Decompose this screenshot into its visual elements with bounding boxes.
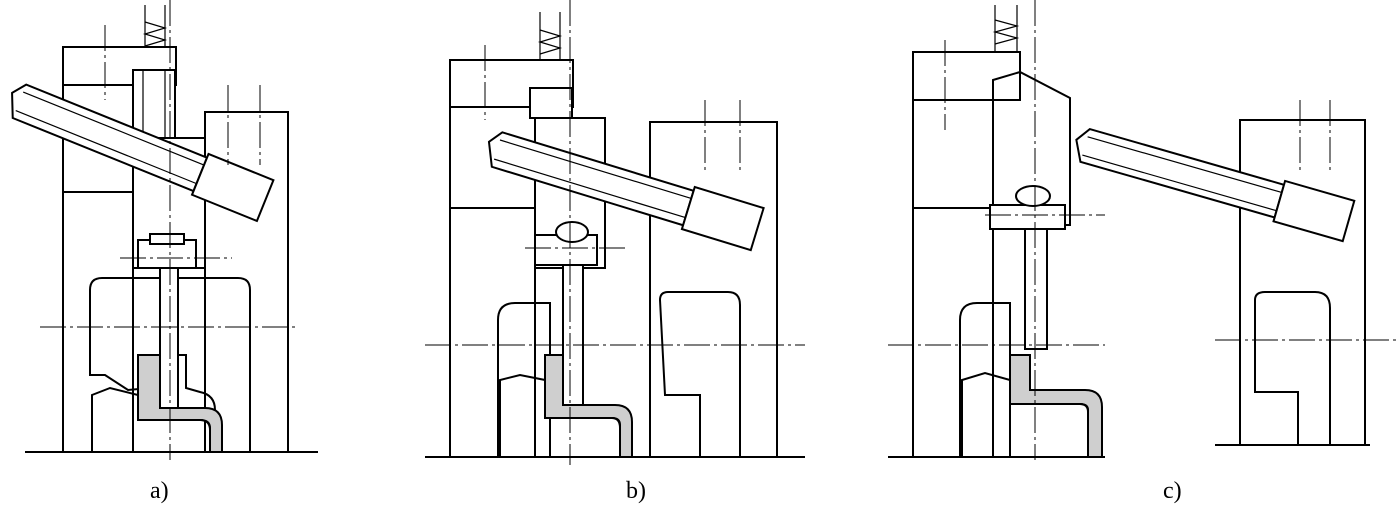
plunger-b (529, 87, 573, 119)
center-pin-a (159, 267, 179, 409)
left-die-block-a (62, 191, 134, 453)
right-insert-b (658, 291, 741, 458)
view-c-drawing (888, 0, 1399, 460)
spring-b (537, 29, 563, 55)
bottom-insert-c (961, 371, 1089, 458)
center-pin-b (562, 264, 584, 406)
upper-left-block-c (912, 99, 994, 209)
caption-a: a) (150, 478, 169, 504)
right-insert-c (1254, 291, 1331, 446)
bolt-head-c (989, 204, 1066, 230)
lower-die-a (89, 277, 251, 453)
caption-b: b) (626, 478, 646, 504)
view-b-drawing (425, 0, 805, 465)
bottom-insert-b (499, 373, 621, 458)
bottom-insert-a (91, 386, 211, 453)
left-die-block-b (449, 207, 536, 458)
lower-die-c (959, 302, 1011, 458)
inclined-tool-a (11, 83, 275, 223)
left-die-block-c (912, 207, 994, 458)
right-die-block-b (649, 121, 778, 458)
inclined-tool-c (1075, 127, 1356, 243)
center-pin-c (1024, 228, 1048, 350)
spring-a (142, 21, 168, 47)
plunger-a (132, 69, 176, 139)
inclined-tool-b (487, 131, 765, 252)
slider-c (992, 70, 1071, 226)
spring-c (992, 19, 1020, 45)
caption-c: c) (1163, 478, 1182, 504)
workpiece-b (544, 354, 633, 458)
right-die-block-c (1239, 119, 1366, 446)
view-a-drawing (11, 0, 318, 460)
top-holder-c (912, 51, 1021, 101)
